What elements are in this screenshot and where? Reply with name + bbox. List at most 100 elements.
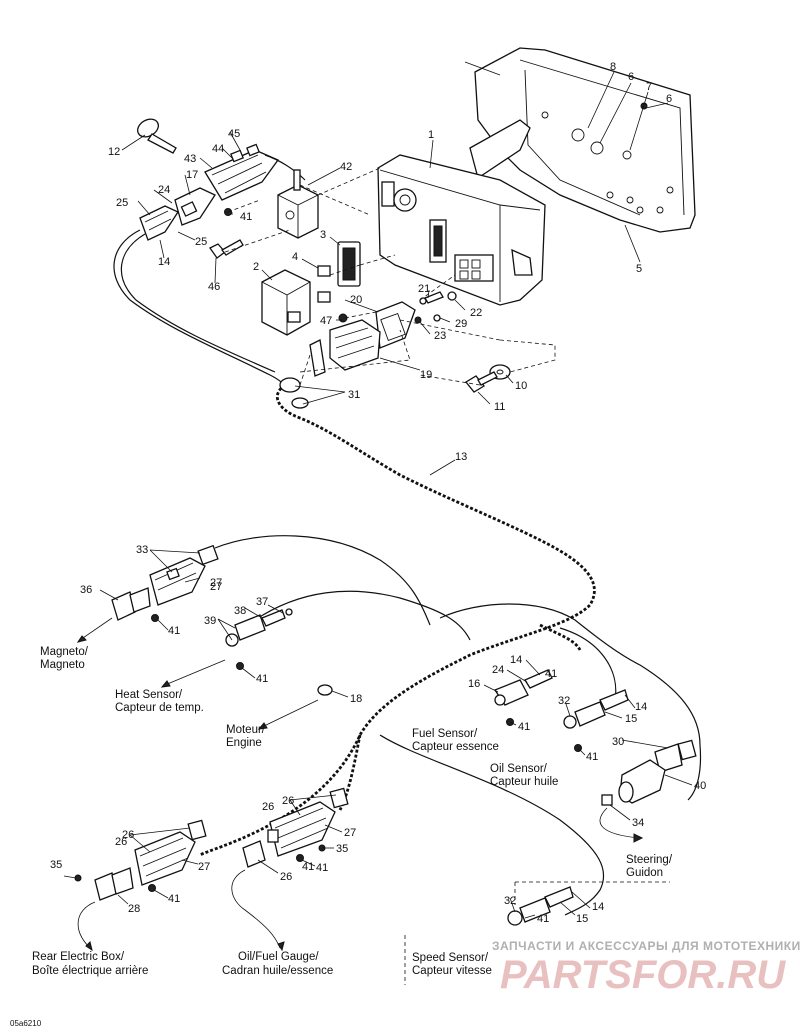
watermark-caption: ЗАПЧАСТИ И АКСЕССУАРЫ ДЛЯ МОТОТЕХНИКИ [492,939,800,953]
connector-36 [111,587,151,621]
harness-outline-mid [254,590,471,641]
fuel-sensor-16 [494,679,529,706]
num-11: 11 [494,401,505,413]
num-14a: 14 [158,256,170,268]
num-41d: 41 [518,721,530,733]
oil-sensor-32 [563,689,629,729]
nut-41-gauge [296,854,304,862]
label-heat-sensor-1: Heat Sensor/ [115,689,183,701]
label-gauge-2: Cadran huile/essence [222,965,333,977]
label-magneto-2: Magneto [40,659,85,671]
num-35b: 35 [336,843,348,855]
num-17: 17 [186,169,198,181]
num-13: 13 [455,451,467,463]
num-3: 3 [320,229,326,241]
num-14d: 14 [592,901,604,913]
connector-26-gauge [267,787,349,857]
leader-lines [63,71,693,919]
label-rear-box-2: Boîte électrique arrière [32,965,148,977]
module-1 [377,154,546,306]
label-magneto-1: Magneto/ [40,646,89,658]
connector-19 [309,319,381,377]
num-12: 12 [108,146,120,158]
clamp-31 [279,377,309,409]
num-15b: 15 [576,913,588,925]
label-gauge-1: Oil/Fuel Gauge/ [238,951,319,963]
harness-branch-right [539,623,582,651]
num-37: 37 [256,596,268,608]
assembly-box-19 [299,329,411,373]
num-29: 29 [455,318,467,330]
num-26c: 26 [280,871,292,883]
num-22: 22 [470,307,482,319]
connector-30 [654,739,697,773]
label-arrows [76,617,644,952]
grommet-18 [317,684,333,696]
gauge-curve [231,869,281,949]
label-speed-sensor-1: Speed Sensor/ [412,952,489,964]
num-26e: 26 [115,836,127,848]
drawing-code: 05a6210 [10,1019,42,1028]
num-41g: 41 [168,893,180,905]
connector-17 [174,187,216,226]
num-41a: 41 [240,211,252,223]
num-39: 39 [204,615,216,627]
watermark: ЗАПЧАСТИ И АКСЕССУАРЫ ДЛЯ МОТОТЕХНИКИ PA… [492,939,800,997]
wire-upper-left-2 [120,233,276,373]
num-1: 1 [428,129,434,141]
num-27a: 27 [210,577,222,589]
num-36: 36 [80,584,92,596]
num-34: 34 [632,817,644,829]
num-20: 20 [350,294,362,306]
num-28: 28 [128,903,140,915]
bolt-46 [209,239,244,259]
bolt-11 [465,371,498,393]
num-25b: 25 [195,236,207,248]
washer-10-hole [496,369,504,375]
num-43: 43 [184,153,196,165]
num-27d: 27 [210,581,222,593]
label-oil-sensor-2: Capteur huile [490,776,558,788]
num-41f: 41 [316,862,328,874]
num-42: 42 [340,161,352,173]
connector-26-rear [134,819,207,886]
num-41e: 41 [586,751,598,763]
label-speed-sensor-2: Capteur vitesse [412,965,492,977]
speed-sensor-box [404,881,670,985]
label-heat-sensor-2: Capteur de temp. [115,702,204,714]
assembly-lines-top [224,167,556,386]
num-19: 19 [420,369,432,381]
harness-outline-speed [379,734,605,916]
num-24a: 24 [158,184,170,196]
nut-41-heat [236,662,244,670]
num-2: 2 [253,261,259,273]
num-46: 46 [208,281,220,293]
num-21: 21 [418,283,430,295]
num-15a: 15 [625,713,637,725]
num-41c: 41 [256,673,268,685]
connector-28-gauge [242,840,266,868]
num-24b: 24 [492,664,504,676]
num-44: 44 [212,143,224,155]
connector-24-fuel [524,669,553,689]
num-23: 23 [434,330,446,342]
label-steering-2: Guidon [626,867,663,879]
num-18: 18 [350,693,362,705]
harness-outline-steer [559,627,617,701]
num-32a: 32 [558,695,570,707]
num-41b: 41 [168,625,180,637]
nut-22 [447,291,457,301]
num-14b: 14 [510,654,522,666]
label-fuel-sensor-1: Fuel Sensor/ [412,728,478,740]
bracket-5 [464,47,696,233]
num-27b: 27 [344,827,356,839]
num-27c: 27 [198,861,210,873]
main-harness-13 [199,383,596,857]
num-41h: 41 [537,913,549,925]
label-engine-1: Moteur/ [226,724,266,736]
steering-curve [599,807,641,839]
label-steering-1: Steering/ [626,854,673,866]
callout-labels: Magneto/ Magneto Heat Sensor/ Capteur de… [32,646,673,977]
num-41i: 41 [545,668,557,680]
